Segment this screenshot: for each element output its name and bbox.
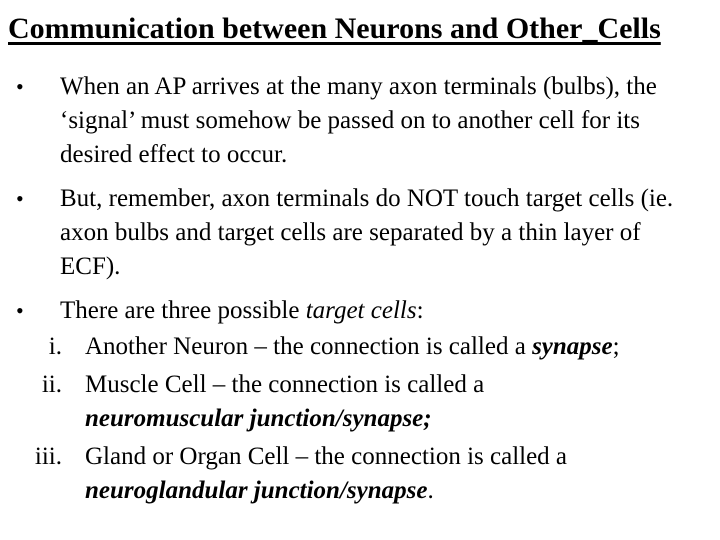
list-text-pre: Muscle Cell – the connection is called a: [85, 371, 485, 398]
emphasis-text: synapse: [532, 333, 613, 360]
list-text-post: ;: [612, 333, 620, 360]
list-text-post: .: [427, 477, 434, 504]
list-item-iii: iii. Gland or Organ Cell – the connectio…: [0, 440, 704, 508]
bullet-text-post: :: [416, 297, 424, 324]
list-item-ii: ii. Muscle Cell – the connection is call…: [0, 368, 704, 436]
bullet-item: • But, remember, axon terminals do NOT t…: [0, 182, 704, 284]
list-text-pre: Another Neuron – the connection is calle…: [85, 333, 533, 360]
slide-title: Communication between Neurons and Other_…: [8, 12, 661, 45]
bullet-icon: •: [16, 186, 24, 211]
list-text-pre: Gland or Organ Cell – the connection is …: [85, 443, 568, 470]
bullet-text: But, remember, axon terminals do NOT tou…: [60, 185, 674, 280]
slide-body: • When an AP arrives at the many axon te…: [0, 70, 720, 508]
emphasis-text: neuromuscular junction/synapse;: [85, 405, 432, 432]
bullet-icon: •: [16, 74, 24, 99]
list-marker: iii.: [34, 443, 62, 470]
bullet-text: When an AP arrives at the many axon term…: [60, 73, 657, 168]
list-marker: ii.: [41, 371, 62, 398]
list-item-text: Gland or Organ Cell – the connection is …: [85, 440, 704, 508]
bullet-text: There are three possible target cells:: [60, 294, 704, 328]
list-item-text: Muscle Cell – the connection is called a…: [85, 368, 704, 436]
bullet-text-pre: There are three possible: [60, 297, 306, 324]
list-item-text: Another Neuron – the connection is calle…: [85, 330, 704, 364]
list-item-i: i. Another Neuron – the connection is ca…: [0, 330, 704, 364]
bullet-item: • When an AP arrives at the many axon te…: [0, 70, 704, 172]
bullet-item: • There are three possible target cells:: [0, 294, 704, 328]
list-marker: i.: [48, 333, 62, 360]
emphasis-text: neuroglandular junction/synapse: [85, 477, 428, 504]
italic-term: target cells: [305, 297, 417, 324]
bullet-icon: •: [16, 298, 24, 323]
